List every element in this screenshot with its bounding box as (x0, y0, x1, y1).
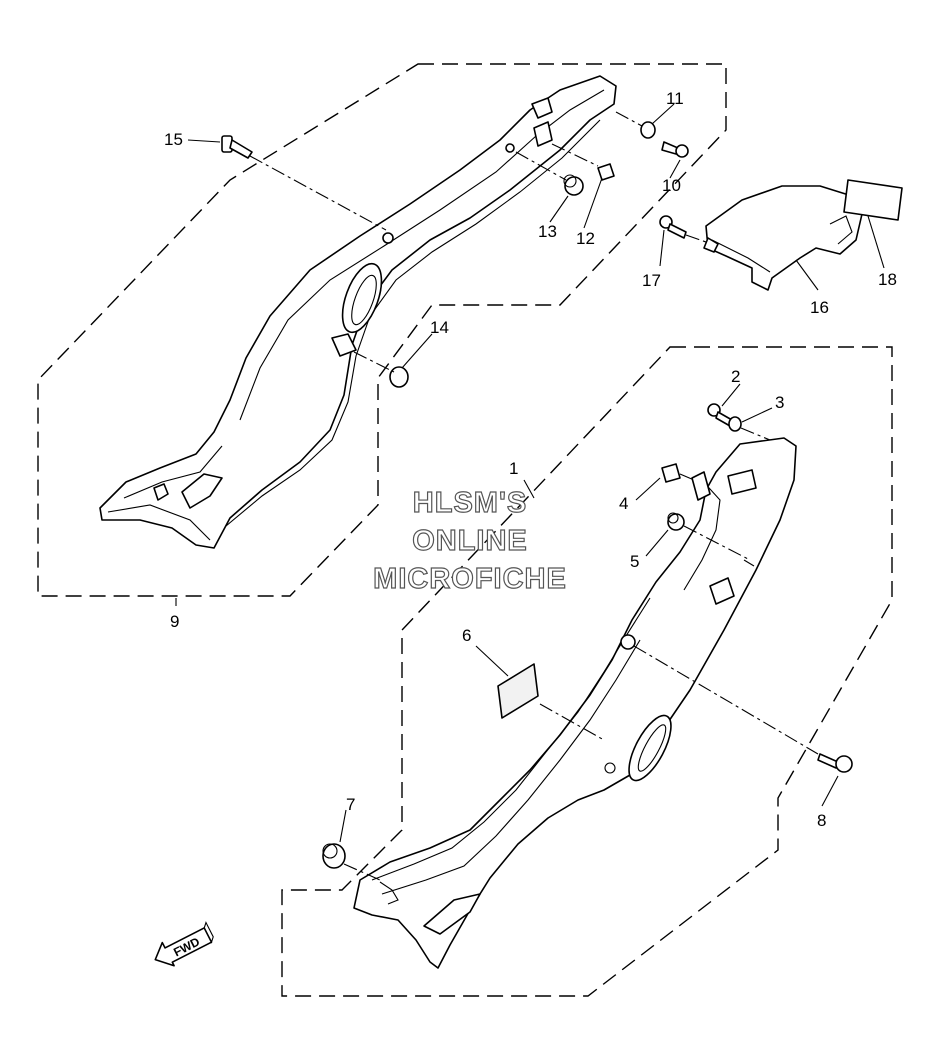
callout-15: 15 (164, 130, 183, 149)
emblem-6 (497, 663, 539, 719)
side-cover-left (99, 75, 617, 549)
watermark-line-3: MICROFICHE (373, 563, 567, 595)
callout-14: 14 (430, 318, 449, 337)
nut-4 (661, 463, 681, 483)
callout-2: 2 (731, 367, 740, 386)
align-line-11 (615, 111, 643, 127)
callout-8: 8 (817, 811, 826, 830)
grommet-7 (322, 843, 346, 869)
callout-12: 12 (576, 229, 595, 248)
align-line-7 (343, 863, 381, 881)
align-line-8 (633, 645, 819, 755)
label-18 (843, 179, 903, 221)
callout-6: 6 (462, 626, 471, 645)
align-line-4 (679, 473, 695, 481)
washer-11 (640, 121, 656, 139)
align-line-13 (515, 151, 567, 181)
align-line-14 (353, 351, 395, 373)
screw-15 (221, 135, 253, 159)
callout-9: 9 (170, 612, 179, 631)
screw-2 (707, 403, 733, 427)
callout-7: 7 (346, 795, 355, 814)
callout-1: 1 (509, 459, 518, 478)
fwd-arrow-icon: FWD (154, 921, 214, 967)
grommet-5 (667, 512, 685, 531)
callout-5: 5 (630, 552, 639, 571)
align-line-15 (249, 155, 387, 231)
align-line-6 (539, 703, 605, 741)
callout-17: 17 (642, 271, 661, 290)
callout-3: 3 (775, 393, 784, 412)
assembly-1-boundary (281, 346, 893, 997)
watermark-line-1: HLSM'S (413, 487, 527, 519)
callout-16: 16 (810, 298, 829, 317)
callout-11: 11 (666, 89, 684, 108)
callout-18: 18 (878, 270, 897, 289)
grommet-13 (563, 174, 584, 196)
assembly-9-boundary (37, 63, 727, 597)
align-line-17 (685, 234, 707, 243)
align-line-12 (551, 143, 599, 167)
leader-lines (175, 103, 885, 843)
washer-3 (728, 416, 742, 432)
align-line-3 (740, 427, 771, 441)
align-line-5 (683, 525, 751, 561)
callout-4: 4 (619, 494, 628, 513)
screw-17 (659, 215, 687, 239)
callout-13: 13 (538, 222, 557, 241)
screw-8 (817, 753, 853, 773)
nut-12 (597, 163, 615, 181)
watermark-line-2: ONLINE (412, 525, 528, 557)
grommet-14 (331, 333, 409, 388)
screw-10 (661, 141, 689, 158)
rear-cover-16 (703, 185, 863, 291)
side-cover-main (353, 437, 797, 969)
callout-10: 10 (662, 176, 681, 195)
